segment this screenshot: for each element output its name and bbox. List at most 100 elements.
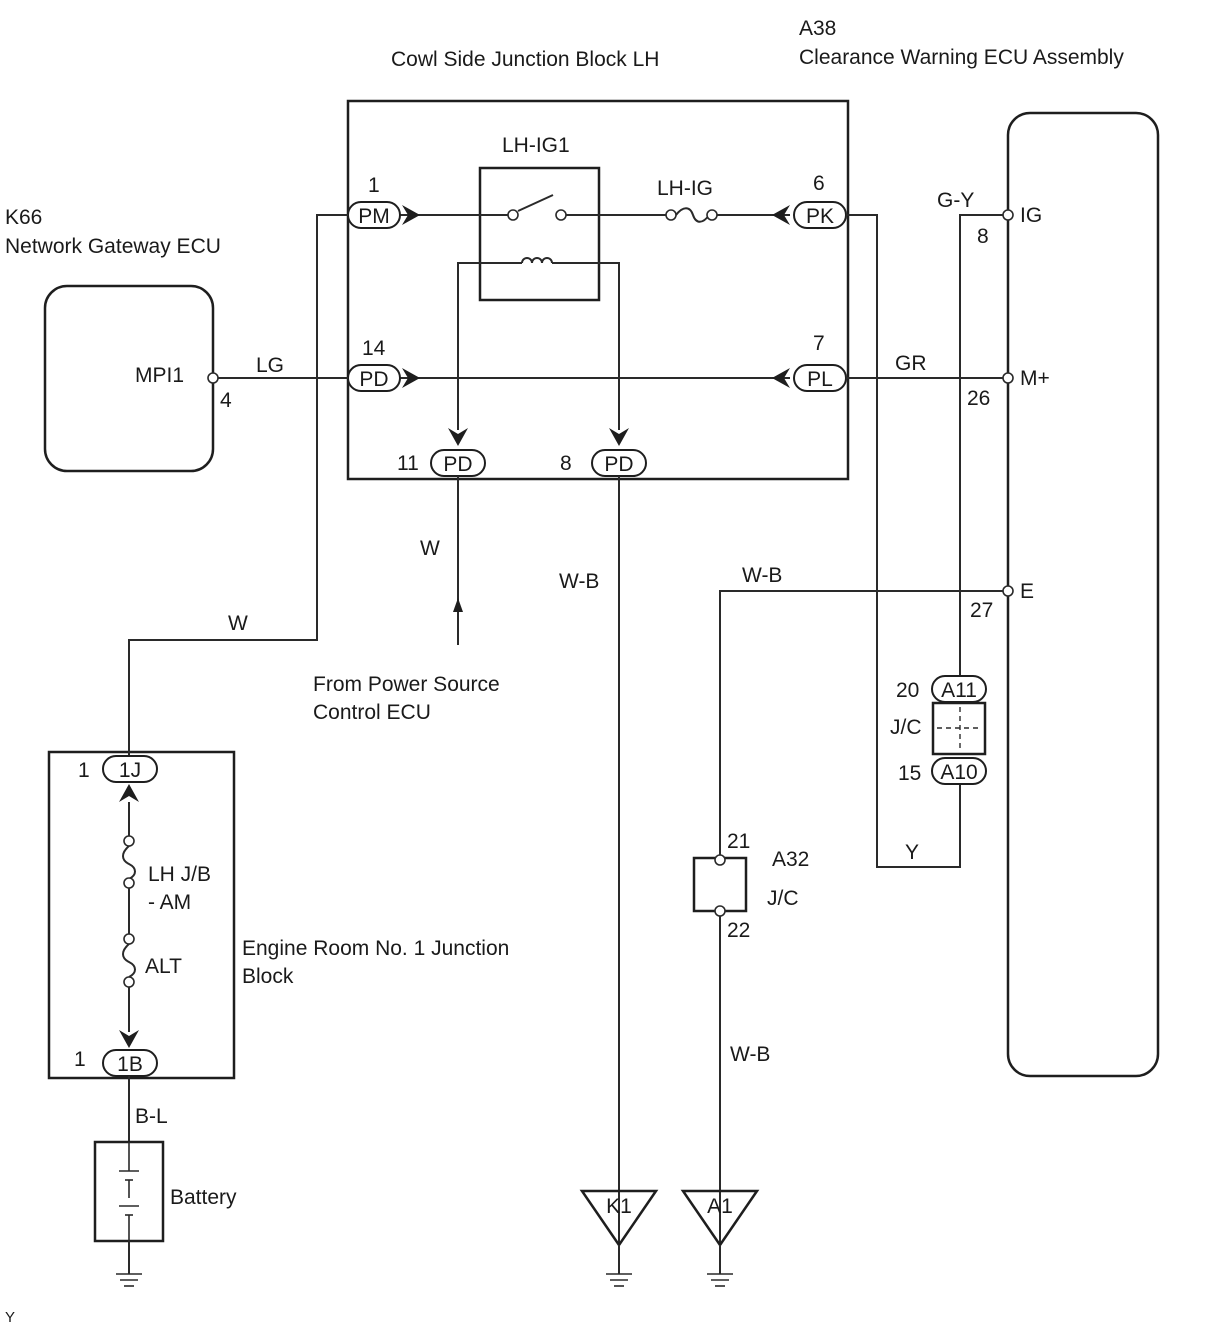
j1-connector-pin: 1 — [78, 759, 90, 782]
relay-coil-icon — [521, 257, 553, 264]
a32-in-terminal — [714, 854, 726, 866]
pd8-arrow-icon — [609, 428, 629, 446]
relay-coil-wire-right — [552, 262, 620, 430]
a32-in-pin: 21 — [727, 830, 750, 853]
wb-ground-wire-label: W-B — [730, 1043, 770, 1066]
fuse-alt-terminal-top — [123, 933, 135, 945]
pd8-connector-pin: 8 — [560, 452, 572, 475]
jc-a32-body — [692, 856, 748, 913]
w-wire-left — [128, 214, 348, 756]
fuse-lhig-label: LH-IG — [657, 177, 713, 200]
a32-out-pin: 22 — [727, 919, 750, 942]
a11-connector — [931, 675, 987, 703]
b1-connector-pin: 1 — [74, 1048, 86, 1071]
k1-ground-point — [579, 1189, 659, 1248]
wb-e-wire-label: W-B — [742, 564, 782, 587]
a38-name: Clearance Warning ECU Assembly — [799, 46, 1124, 69]
y-wire-label: Y — [905, 841, 919, 864]
fuse-alt-label: ALT — [145, 955, 182, 978]
pk-connector-pin: 6 — [813, 172, 825, 195]
a10-connector-pin: 15 — [898, 762, 921, 785]
e-terminal-name: E — [1020, 580, 1034, 603]
mpi1-terminal — [207, 372, 219, 384]
bl-wire-label: B-L — [135, 1105, 168, 1128]
m-plus-terminal-name: M+ — [1020, 367, 1050, 390]
mpi1-terminal-pin: 4 — [220, 389, 232, 412]
fuse-lhig-terminal-right — [706, 209, 718, 221]
jc-a32-code: A32 — [772, 848, 809, 871]
gy-wire — [959, 214, 1003, 675]
j1-arrow-icon — [119, 784, 139, 802]
j1-connector-name: 1J — [119, 759, 141, 782]
a1-ground-label: A1 — [707, 1195, 733, 1218]
k66-name: Network Gateway ECU — [5, 235, 221, 258]
pl-connector-name: PL — [807, 368, 833, 391]
w-power-wire-label: W — [420, 537, 440, 560]
a10-connector — [931, 757, 987, 785]
pd8-connector-name: PD — [604, 453, 633, 476]
relay-switch-blade — [517, 194, 554, 212]
cowl-junction-block — [346, 99, 850, 481]
relay-contact-right — [555, 209, 567, 221]
network-gateway-ecu-body — [43, 284, 215, 473]
power-source-line2: Control ECU — [313, 701, 431, 724]
lg-wire-label: LG — [256, 354, 284, 377]
a11-connector-name: A11 — [941, 679, 977, 702]
pm-connector-pin: 1 — [368, 174, 380, 197]
fuse-lhig-terminal-left — [665, 209, 677, 221]
w-wire-left-label: W — [228, 612, 248, 635]
k1-ground-icon — [606, 1273, 632, 1287]
cowl-junction-block-title: Cowl Side Junction Block LH — [391, 48, 659, 71]
a1-ground-icon — [707, 1273, 733, 1287]
a10-connector-name: A10 — [940, 761, 977, 784]
battery-label: Battery — [170, 1186, 237, 1209]
a38-code: A38 — [799, 17, 836, 40]
a32-out-terminal — [714, 905, 726, 917]
jc-a32-label: J/C — [767, 887, 799, 910]
relay-contact-left — [507, 209, 519, 221]
wb-e-wire — [719, 590, 1003, 855]
ig-terminal-pin: 8 — [977, 225, 989, 248]
battery-ground-icon — [116, 1273, 142, 1287]
pm-connector-name: PM — [358, 205, 390, 228]
pk-arrow-icon — [772, 205, 790, 225]
k66-code: K66 — [5, 206, 42, 229]
pl-arrow-icon — [772, 368, 790, 388]
relay-coil-wire — [457, 262, 522, 430]
m-plus-terminal-pin: 26 — [967, 387, 990, 410]
power-source-arrow-icon — [453, 598, 463, 612]
pl-connector-pin: 7 — [813, 332, 825, 355]
pd14-connector-name: PD — [359, 368, 388, 391]
wb-pd8-wire-label: W-B — [559, 570, 599, 593]
engine-jb-label2: Block — [242, 965, 294, 988]
pd11-connector-pin: 11 — [397, 452, 419, 475]
power-source-line1: From Power Source — [313, 673, 500, 696]
gy-wire-label: G-Y — [937, 189, 974, 212]
fuse-lhjb-terminal-bottom — [123, 877, 135, 889]
pd11-connector-name: PD — [443, 453, 472, 476]
fuse-alt-terminal-bottom — [123, 976, 135, 988]
e-terminal-pin: 27 — [970, 599, 993, 622]
k1-ground-label: K1 — [606, 1195, 632, 1218]
fuse-lhig-icon — [675, 207, 710, 223]
b1-connector-name: 1B — [117, 1053, 143, 1076]
e-terminal — [1002, 585, 1014, 597]
fuse-lhjb-am-label1: LH J/B — [148, 863, 211, 886]
j1-connector — [102, 755, 158, 783]
y-wire — [846, 214, 961, 868]
pk-connector-name: PK — [806, 205, 834, 228]
jc-a11-label: J/C — [890, 716, 922, 739]
ig-terminal — [1002, 209, 1014, 221]
fuse-lhjb-am-label2: - AM — [148, 891, 191, 914]
engine-room-junction-block — [47, 750, 236, 1080]
gr-wire-label: GR — [895, 352, 927, 375]
a11-connector-pin: 20 — [896, 679, 919, 702]
ig-terminal-name: IG — [1020, 204, 1042, 227]
fuse-lhjb-terminal-top — [123, 835, 135, 847]
pm-arrow-icon — [402, 205, 420, 225]
pd14-connector-pin: 14 — [362, 337, 386, 360]
fuse-alt-icon — [122, 943, 136, 978]
pd11-arrow-icon — [448, 428, 468, 446]
engine-jb-label1: Engine Room No. 1 Junction — [242, 937, 509, 960]
